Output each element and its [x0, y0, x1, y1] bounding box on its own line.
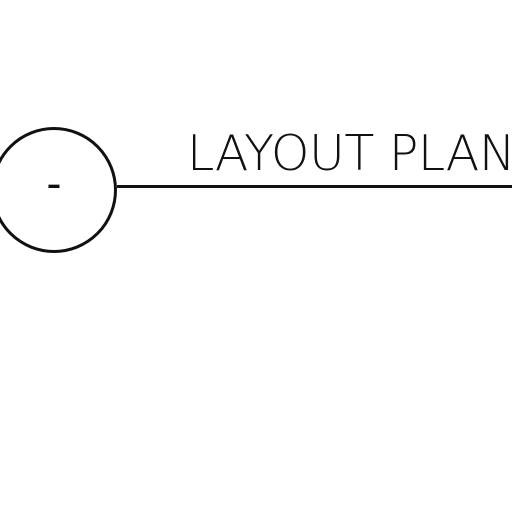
drawing-title: LAYOUT PLAN: [187, 125, 512, 182]
view-tag-bubble: [0, 127, 117, 253]
title-underline: [117, 185, 512, 188]
view-tag-symbol: -: [46, 159, 62, 208]
